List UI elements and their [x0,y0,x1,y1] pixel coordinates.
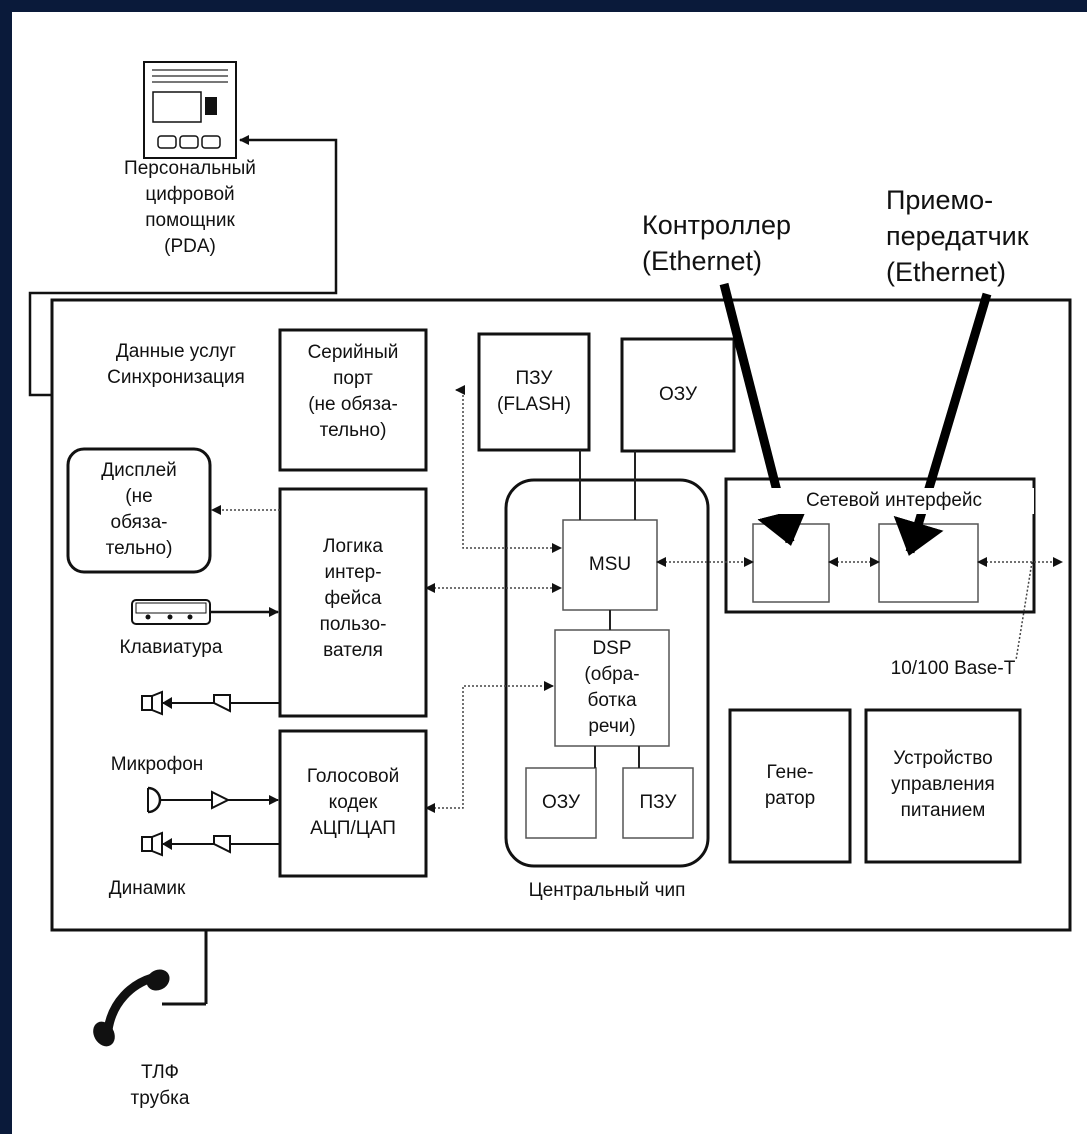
serial-port-box [278,328,428,472]
ui-logic-label: Логика интер- фейса пользо- вателя [319,536,387,661]
controller-label: Контроллер (Ethernet) [642,210,792,276]
signal-connections [211,385,1063,813]
rom-flash-label: ПЗУ (FLASH) [497,368,571,415]
diagram-graphics [28,61,1072,1047]
pda-icon [143,61,237,159]
msu-box [562,519,658,611]
ui-logic-box [278,487,428,718]
keyboard-icon [131,599,211,625]
power-label: Устройство управления питанием [891,748,995,821]
network-interface-label: Сетевой интерфейс [754,488,1034,514]
generator-box [728,708,852,864]
sync-label: Данные услуг Синхронизация [107,341,245,388]
diagram-canvas: Персональный цифровой помощник (PDA) Дан… [12,12,1087,1134]
codec-box [278,729,428,878]
speaker-icon [141,690,280,716]
display-box [66,447,212,574]
transceiver-box [878,523,979,603]
power-box [864,708,1022,864]
pda-label: Персональный цифровой помощник (PDA) [124,158,256,257]
codec-label: Голосовой кодек АЦП/ЦАП [306,766,400,839]
rom-chip-box [622,767,694,839]
handset-label: ТЛФ трубка [130,1062,190,1109]
ram-top-label: ОЗУ [658,384,698,405]
microphone-label: Микрофон [110,754,204,775]
dsp-label: DSP (обра- ботка речи) [584,638,640,737]
keyboard-label: Клавиатура [119,637,223,658]
ram-top-box [620,337,736,453]
handset-icon [93,969,170,1047]
speaker-icon [141,831,280,857]
rom-chip-label: ПЗУ [639,792,677,813]
dsp-box [554,629,670,747]
central-chip-label: Центральный чип [528,880,686,901]
display-label: Дисплей (не обяза- тельно) [101,460,177,559]
base-t-label: 10/100 Base-T [890,658,1016,679]
ram-chip-label: ОЗУ [541,792,581,813]
msu-label: MSU [588,554,632,575]
speaker-label: Динамик [108,878,186,899]
serial-port-label: Серийный порт (не обяза- тельно) [307,342,399,441]
transceiver-label: Приемо- передатчик (Ethernet) [886,185,1029,287]
microphone-icon [147,786,279,814]
generator-label: Гене- ратор [764,762,816,809]
